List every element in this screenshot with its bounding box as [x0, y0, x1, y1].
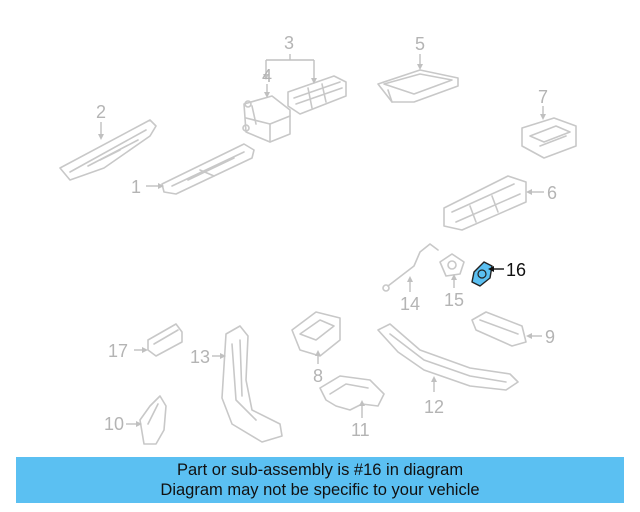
callout-labels: 1 2 3 4 5 6 7 8 9 10 11 12 13 14 15 16 1…: [96, 33, 557, 440]
callout-17: 17: [108, 341, 128, 361]
part-11-elbow-duct: [319, 375, 385, 411]
callout-1: 1: [131, 177, 141, 197]
banner-line-part-number: Part or sub-assembly is #16 in diagram: [176, 461, 464, 479]
callout-11: 11: [351, 420, 370, 440]
banner-line-disclaimer: Diagram may not be specific to your vehi…: [160, 481, 480, 499]
part-17-connector: [147, 323, 183, 357]
part-12-floor-duct: [377, 323, 519, 391]
part-13-tall-duct: [221, 325, 283, 443]
callout-10: 10: [104, 414, 124, 434]
part-9-bracket: [471, 311, 527, 347]
info-banner: Part or sub-assembly is #16 in diagram D…: [16, 457, 624, 503]
part-10-small-duct: [139, 395, 167, 445]
part-1-duct: [161, 143, 255, 195]
callout-12: 12: [424, 397, 444, 417]
callout-2: 2: [96, 102, 106, 122]
callout-14: 14: [400, 294, 420, 314]
part-15-clip: [439, 253, 465, 277]
callout-16: 16: [506, 260, 526, 280]
callout-5: 5: [415, 34, 425, 54]
part-5-filter: [377, 69, 459, 103]
callout-13: 13: [190, 347, 210, 367]
part-3-center-vent: [287, 75, 347, 115]
part-7-side-vent: [521, 117, 577, 159]
callout-9: 9: [545, 327, 555, 347]
part-4-actuator: [242, 95, 291, 143]
part-8-vent-housing: [291, 311, 341, 357]
part-2-defroster-nozzle: [59, 119, 157, 181]
part-16-highlighted: [471, 261, 493, 287]
callout-7: 7: [538, 87, 548, 107]
callout-3: 3: [284, 33, 294, 53]
part-14-cable: [382, 243, 439, 292]
part-6-large-vent: [443, 175, 527, 231]
callout-4: 4: [262, 66, 272, 86]
callout-15: 15: [444, 290, 464, 310]
callout-6: 6: [547, 183, 557, 203]
callout-8: 8: [313, 366, 323, 386]
callout-arrows: [98, 54, 546, 427]
